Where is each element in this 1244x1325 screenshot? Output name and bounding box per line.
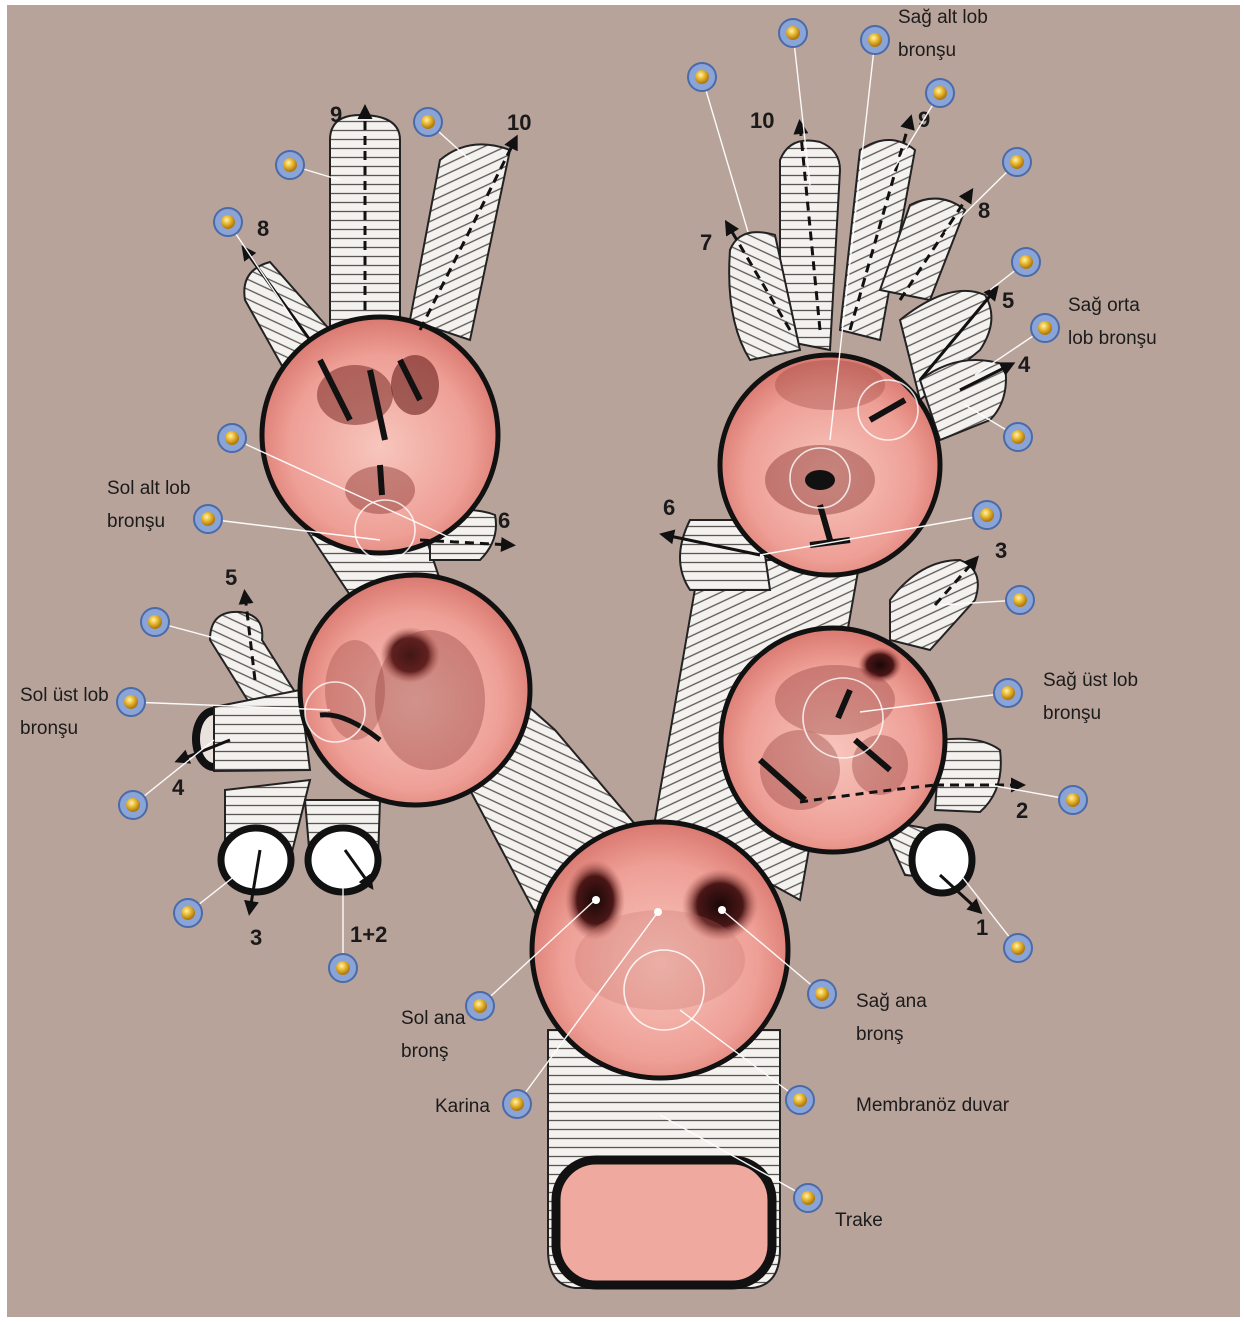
label-line: Sol üst lob [20,679,109,712]
hotspot-left-3[interactable] [174,899,202,927]
hotspot-right-9[interactable] [926,79,954,107]
label-trachea: Trake [835,1204,883,1237]
segment-label-right-5: 5 [1002,288,1014,313]
hotspot-right-lower-lobe[interactable] [861,26,889,54]
segment-label-left-9: 9 [330,102,342,127]
hotspot-right-middle-lobe[interactable] [1031,314,1059,342]
label-left-main-bronchus: Sol ana bronş [401,1002,465,1068]
hotspot-left-lower-lobe[interactable] [194,505,222,533]
label-right-main-bronchus: Sağ ana bronş [856,985,927,1051]
label-line: Sol ana [401,1002,465,1035]
hotspot-right-2[interactable] [1059,786,1087,814]
segment-label-left-3: 3 [250,925,262,950]
hotspot-right-4[interactable] [1004,423,1032,451]
hotspot-left-1-2[interactable] [329,954,357,982]
scope-view-carina [532,822,788,1078]
hotspot-trachea[interactable] [794,1184,822,1212]
label-line: lob bronşu [1068,322,1157,355]
segment-label-right-7: 7 [700,230,712,255]
hotspot-left-upper-lobe[interactable] [117,688,145,716]
hotspot-carina[interactable] [503,1090,531,1118]
segment-label-right-2: 2 [1016,798,1028,823]
hotspot-left-9[interactable] [276,151,304,179]
hotspot-membranous-wall[interactable] [786,1086,814,1114]
label-line: Sağ ana [856,985,927,1018]
scope-view-left-upper [300,575,530,805]
segment-label-left-8: 8 [257,216,269,241]
label-line: bronşu [898,34,988,67]
label-carina: Karina [435,1090,490,1123]
hotspot-left-5[interactable] [141,608,169,636]
hotspot-right-7[interactable] [688,63,716,91]
label-line: Sağ orta [1068,289,1157,322]
hotspot-left-10[interactable] [414,108,442,136]
label-right-upper-lobe-bronchus: Sağ üst lob bronşu [1043,664,1138,730]
segment-label-right-10: 10 [750,108,774,133]
label-line: Sağ üst lob [1043,664,1138,697]
hotspot-right-main-bronchus[interactable] [808,980,836,1008]
hotspot-right-6[interactable] [973,501,1001,529]
hotspot-right-upper-lobe[interactable] [994,679,1022,707]
hotspot-right-10[interactable] [779,19,807,47]
label-line: bronşu [20,712,109,745]
segment-label-right-4: 4 [1018,352,1031,377]
hotspot-right-5[interactable] [1012,248,1040,276]
segment-label-left-4: 4 [172,775,185,800]
hotspot-left-8[interactable] [214,208,242,236]
scope-view-right-upper [721,628,945,852]
segment-label-left-6: 6 [498,508,510,533]
label-line: bronşu [1043,697,1138,730]
label-line: bronşu [107,505,190,538]
label-line: Sol alt lob [107,472,190,505]
hotspot-left-main-bronchus[interactable] [466,992,494,1020]
label-left-lower-lobe-bronchus: Sol alt lob bronşu [107,472,190,538]
segment-label-right-1: 1 [976,915,988,940]
hotspot-right-8[interactable] [1003,148,1031,176]
hotspot-left-4[interactable] [119,791,147,819]
hotspot-left-6[interactable] [218,424,246,452]
label-membranous-wall: Membranöz duvar [856,1089,1009,1122]
label-line: Sağ alt lob [898,1,988,34]
label-line: bronş [401,1035,465,1068]
segment-label-right-6: 6 [663,495,675,520]
label-right-middle-lobe-bronchus: Sağ orta lob bronşu [1068,289,1157,355]
segment-label-left-1-2: 1+2 [350,922,387,947]
label-line: bronş [856,1018,927,1051]
segment-label-left-10: 10 [507,110,531,135]
label-right-lower-lobe-bronchus: Sağ alt lob bronşu [898,1,988,67]
segment-label-right-8: 8 [978,198,990,223]
segment-label-right-3: 3 [995,538,1007,563]
hotspot-right-1[interactable] [1004,934,1032,962]
segment-label-left-5: 5 [225,565,237,590]
hotspot-right-3[interactable] [1006,586,1034,614]
label-left-upper-lobe-bronchus: Sol üst lob bronşu [20,679,109,745]
